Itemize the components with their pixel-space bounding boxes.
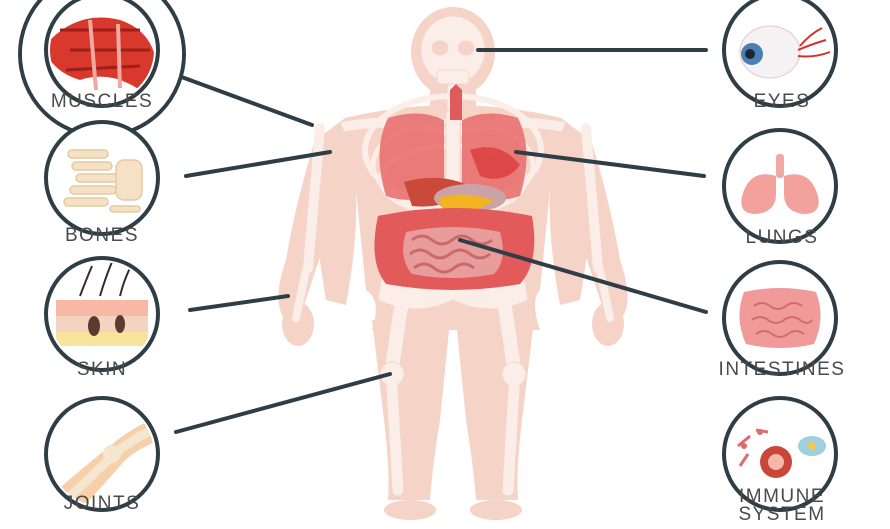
skin-label: SKIN bbox=[14, 360, 190, 380]
intestines-label: INTESTINES bbox=[680, 360, 884, 380]
joints-label: JOINTS bbox=[14, 494, 190, 514]
lungs-label: LUNGS bbox=[694, 228, 870, 248]
immune-system-label-line2: SYSTEM bbox=[694, 506, 870, 524]
lungs-icon bbox=[724, 130, 836, 242]
muscles-label: MUSCLES bbox=[14, 92, 190, 112]
bones-icon bbox=[46, 122, 158, 234]
eyes-label: EYES bbox=[694, 92, 870, 112]
bones-label: BONES bbox=[14, 226, 190, 246]
immune-system-label: IMMUNE SYSTEM bbox=[694, 488, 870, 524]
intestines-icon bbox=[724, 262, 836, 374]
skin-icon bbox=[46, 258, 158, 370]
